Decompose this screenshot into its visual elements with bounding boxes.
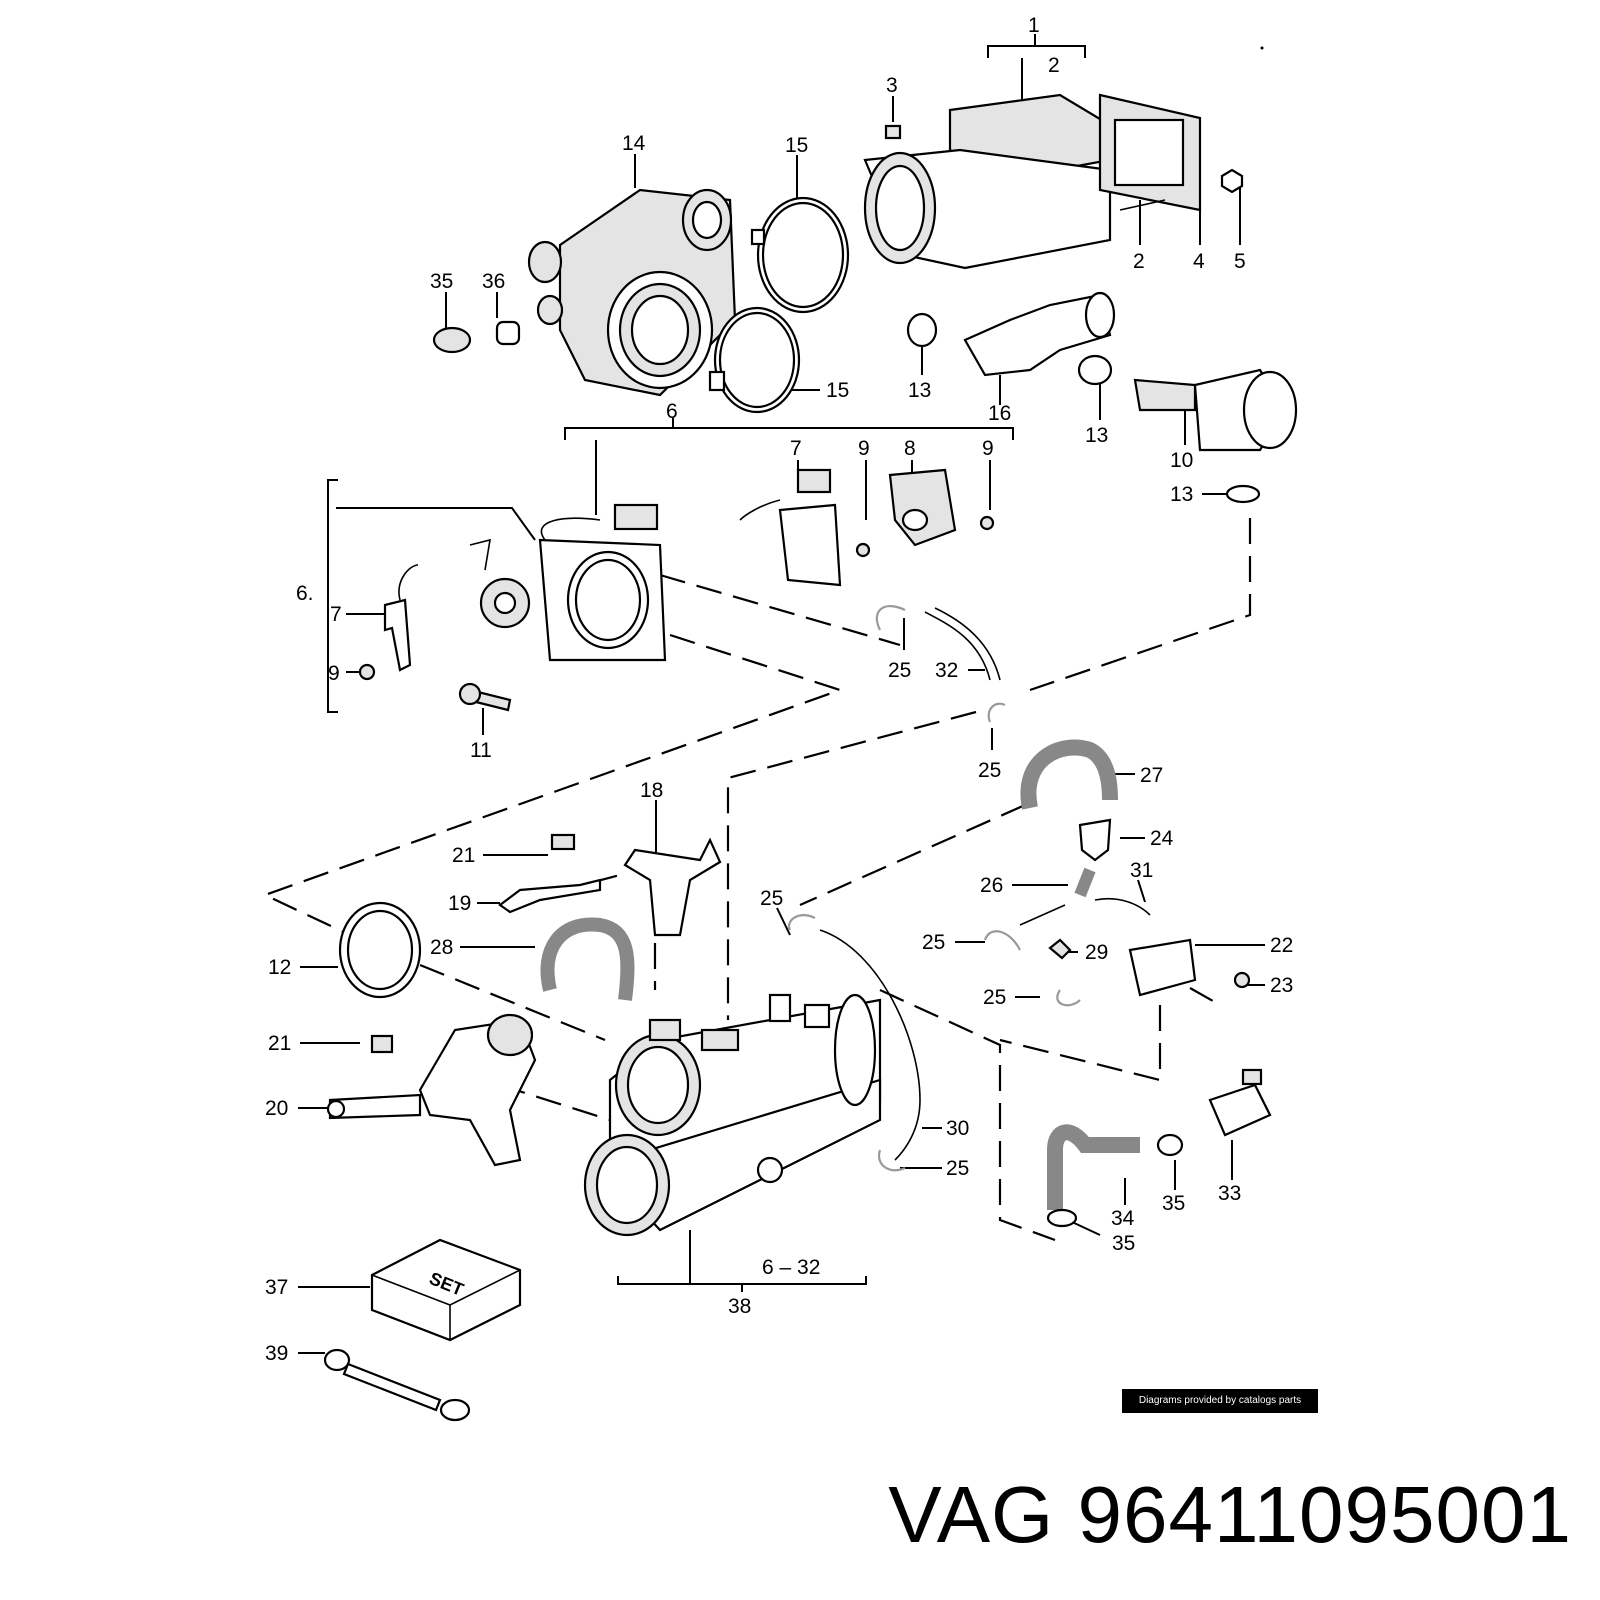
- callout-label: 6.: [296, 582, 314, 605]
- callout-label: 25: [978, 759, 1001, 782]
- callout-label: 7: [330, 603, 342, 626]
- callout-label: 33: [1218, 1182, 1241, 1205]
- callout-label: 35: [1162, 1192, 1185, 1215]
- callout-label: 35: [430, 270, 453, 293]
- callout-label: 24: [1150, 827, 1174, 850]
- callout-labels: 1 2 3 14 15 2 4 5 35 36 15 13 16 13 10 6…: [265, 14, 1293, 1365]
- assembly-lines: [262, 518, 1252, 1242]
- callout-label: 23: [1270, 974, 1293, 997]
- callout-label: 30: [946, 1117, 969, 1140]
- leader-lines: [298, 34, 1265, 1354]
- callout-label: 37: [265, 1276, 288, 1299]
- callout-label: 12: [268, 956, 291, 979]
- diagram-credit: Diagrams provided by catalogs parts: [1122, 1389, 1318, 1413]
- callout-label: 5: [1234, 250, 1246, 273]
- part-shapes: SET: [323, 93, 1298, 1422]
- callout-label: 9: [982, 437, 994, 460]
- brand-part-number: 96411095001: [1077, 1470, 1572, 1559]
- callout-label: 9: [858, 437, 870, 460]
- callout-label: 21: [268, 1032, 291, 1055]
- callout-label: 25: [946, 1157, 969, 1180]
- callout-label: 3: [886, 74, 898, 97]
- callout-label: 10: [1170, 449, 1193, 472]
- callout-label: 2: [1048, 54, 1060, 77]
- stray-dot: [1260, 46, 1264, 50]
- callout-label: 13: [1170, 483, 1193, 506]
- callout-label: 4: [1193, 250, 1205, 273]
- callout-label: 35: [1112, 1232, 1135, 1255]
- callout-label: 29: [1085, 941, 1108, 964]
- callout-label: 27: [1140, 764, 1163, 787]
- callout-label: 39: [265, 1342, 288, 1365]
- callout-label: 1: [1028, 14, 1040, 37]
- callout-label: 6 – 32: [762, 1256, 820, 1279]
- callout-label: 26: [980, 874, 1003, 897]
- callout-label: 18: [640, 779, 663, 802]
- callout-label: 38: [728, 1295, 751, 1318]
- part-number-title: VAG 96411095001: [888, 1470, 1572, 1560]
- callout-label: 36: [482, 270, 505, 293]
- callout-label: 14: [622, 132, 646, 155]
- callout-label: 2: [1133, 250, 1145, 273]
- callout-label: 13: [1085, 424, 1108, 447]
- callout-label: 28: [430, 936, 453, 959]
- callout-label: 25: [922, 931, 945, 954]
- callout-label: 6: [666, 400, 678, 423]
- callout-label: 16: [988, 402, 1011, 425]
- brand-make: VAG: [888, 1470, 1055, 1559]
- callout-label: 9: [328, 662, 340, 685]
- callout-label: 22: [1270, 934, 1293, 957]
- callout-label: 11: [470, 739, 492, 762]
- callout-label: 32: [935, 659, 958, 682]
- callout-label: 20: [265, 1097, 288, 1120]
- callout-label: 15: [826, 379, 849, 402]
- callout-label: 19: [448, 892, 471, 915]
- callout-label: 31: [1130, 859, 1153, 882]
- callout-label: 8: [904, 437, 916, 460]
- callout-label: 7: [790, 437, 802, 460]
- callout-label: 15: [785, 134, 808, 157]
- callout-label: 34: [1111, 1207, 1135, 1230]
- callout-label: 21: [452, 844, 475, 867]
- callout-label: 25: [888, 659, 911, 682]
- callout-label: 13: [908, 379, 931, 402]
- callout-label: 25: [983, 986, 1006, 1009]
- callout-label: 25: [760, 887, 783, 910]
